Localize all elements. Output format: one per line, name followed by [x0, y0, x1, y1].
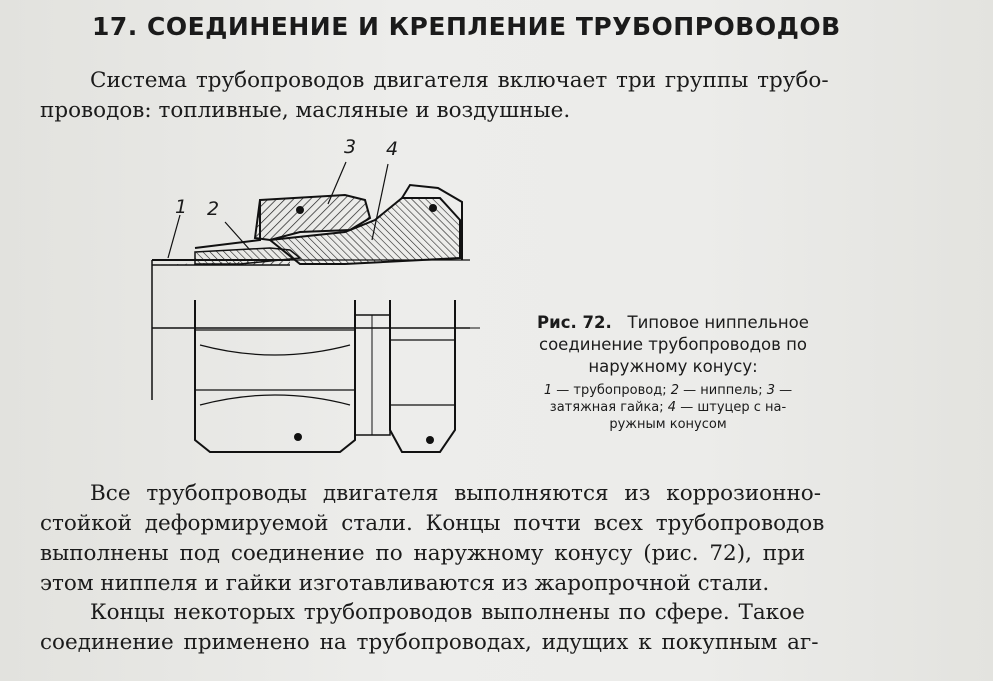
paragraph-line: выполнены под соединение по наружному ко… [40, 541, 806, 566]
caption-title-part2: соединение трубопроводов по [539, 335, 807, 354]
callout-2: 2 [207, 198, 220, 220]
paragraph-materials: Все трубопроводы двигателя выполняются и… [40, 479, 824, 599]
legend-text-4: — штуцер с на- [680, 400, 787, 415]
caption-label: Рис. 72. [537, 313, 612, 332]
legend-text-1: — трубопровод; [556, 383, 667, 398]
figure-caption: Рис. 72. Типовое ниппельное соединение т… [493, 312, 853, 433]
legend-num-2: 2 [670, 383, 679, 398]
caption-title-part3: наружному конусу: [588, 357, 758, 376]
caption-title-part1: Типовое ниппельное [627, 313, 809, 332]
pipe-fitting-drawing [140, 140, 480, 465]
legend-text-3b: затяжная гайка; [549, 400, 664, 415]
intro-line-2: проводов: топливные, масляные и воздушны… [40, 98, 571, 123]
legend-text-2: — ниппель; [683, 383, 763, 398]
section-heading: 17. СОЕДИНЕНИЕ И КРЕПЛЕНИЕ ТРУБОПРОВОДОВ [92, 12, 841, 41]
caption-title: Рис. 72. Типовое ниппельное соединение т… [493, 312, 853, 378]
callout-3: 3 [344, 136, 357, 158]
intro-line-1: Система трубопроводов двигателя включает… [90, 68, 829, 93]
paragraph-line: стойкой деформируемой стали. Концы почти… [40, 511, 825, 536]
legend-num-1: 1 [543, 383, 553, 398]
caption-legend: 1 — трубопровод; 2 — ниппель; 3 — затяжн… [493, 382, 853, 433]
paragraph-line: соединение применено на трубопроводах, и… [40, 630, 819, 655]
legend-text-4b: ружным конусом [609, 417, 727, 432]
legend-text-3: — [779, 383, 793, 398]
paragraph-line: этом ниппеля и гайки изготавливаются из … [40, 571, 770, 596]
callout-4: 4 [386, 138, 399, 160]
paragraph-line: Концы некоторых трубопроводов выполнены … [90, 600, 805, 625]
callout-1: 1 [175, 196, 188, 218]
paragraph-sphere: Концы некоторых трубопроводов выполнены … [40, 598, 819, 658]
paragraph-line: Все трубопроводы двигателя выполняются и… [90, 481, 821, 506]
legend-num-3: 3 [766, 383, 775, 398]
legend-num-4: 4 [667, 400, 677, 415]
